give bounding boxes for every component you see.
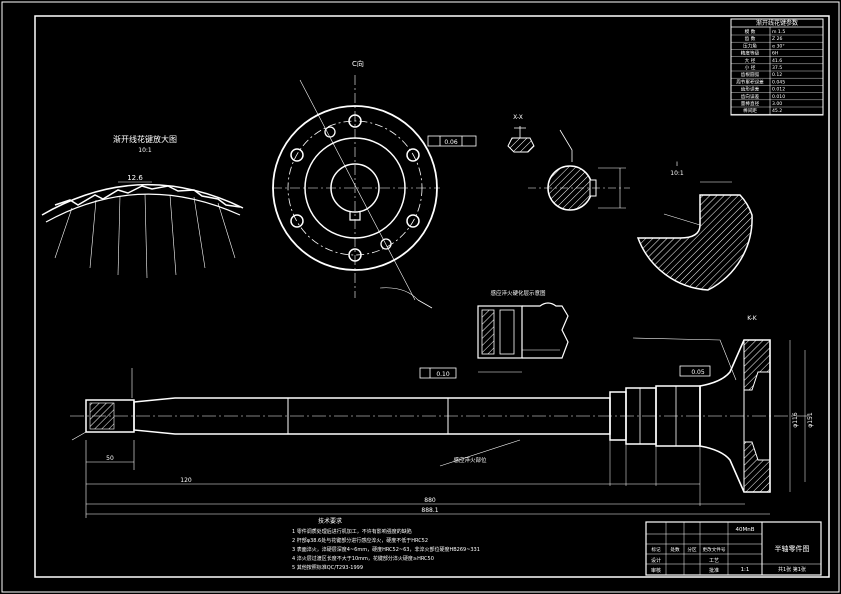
dim-total-length: 888.1	[421, 507, 438, 514]
section-xx-label: X-X	[513, 114, 523, 121]
flange-tolerance: 0.06	[444, 139, 458, 146]
tech-req-item: 4 淬火层过渡区长度不大于10mm，花键部分淬火硬度≥HRC50	[292, 555, 434, 562]
section-i-label: I	[676, 161, 678, 168]
spline-param-name: 精度等级	[741, 50, 760, 57]
title-block-header: 标记	[651, 546, 661, 553]
spline-param-name: 量棒直径	[741, 100, 760, 107]
section-i-scale: 10:1	[670, 170, 684, 177]
spline-param-value: α 30°	[772, 43, 785, 49]
heat-treat-note: 感应淬火硬化层示意图	[490, 289, 546, 297]
title-block-header: 分区	[687, 546, 697, 553]
spline-table-title: 渐开线花键参数	[756, 19, 798, 27]
part-material: 40MnB	[735, 527, 754, 533]
spline-param-value: 37.5	[772, 65, 782, 71]
approve-label: 批准	[709, 567, 719, 574]
spline-param-name: 压力角	[743, 42, 757, 49]
tech-req-item: 1 零件调质处理后进行机加工，不许有影响强度的缺陷	[292, 528, 412, 535]
dim-flange-diameter: φ151	[807, 412, 814, 428]
dim-bolt-circle: φ116	[792, 412, 799, 428]
section-xx: X-X	[507, 114, 630, 211]
spline-param-name: 小 径	[745, 64, 756, 71]
spline-detail-scale: 10:1	[138, 147, 152, 154]
spline-param-value: 0.12	[772, 72, 782, 78]
process-label: 工艺	[709, 558, 719, 564]
spline-param-value: 6H	[772, 51, 778, 57]
spline-param-value: 0.010	[772, 94, 785, 100]
tech-req-item: 5 其他按照标准QC/T293-1999	[292, 564, 363, 571]
tech-req-item: 2 杆部φ38.6处与花键部分进行感应淬火，硬度不低于HRC52	[292, 537, 428, 544]
spline-parameter-table: 渐开线花键参数 模 数 m 1.5 齿 数 Z 26 压力角 α 30° 精度等级 6H 大 径…	[730, 18, 824, 116]
inner-frame	[34, 15, 830, 578]
spline-param-name: 模 数	[745, 28, 756, 35]
sheet-count: 共1张 第1张	[778, 566, 806, 573]
tech-req-item: 3 表面淬火，淬硬层深度4~6mm，硬度HRC52~63，非淬火部位硬度HB26…	[292, 546, 480, 553]
spline-param-name: 周节累积误差	[736, 78, 764, 85]
spline-param-name: 齿形误差	[741, 86, 760, 93]
hub-tolerance: 0.05	[691, 369, 705, 376]
spline-param-name: 棒间距	[743, 107, 757, 114]
spline-param-value: 3.00	[772, 101, 782, 107]
flange-c-view: C向 0.06	[272, 59, 477, 309]
spline-dim-top: 12.6	[127, 174, 143, 182]
technical-requirements: 技术要求 1 零件调质处理后进行机加工，不许有影响强度的缺陷 2 杆部φ38.6处…	[292, 517, 480, 571]
check-label: 审核	[651, 567, 661, 574]
section-kk-label: K-K	[747, 315, 757, 322]
spline-detail-view: 渐开线花键放大图 10:1 12.6	[41, 134, 244, 279]
spline-param-value: m 1.5	[772, 29, 785, 35]
shaft-runout-tolerance: 0.10	[436, 371, 450, 378]
spline-param-value: 41.6	[772, 58, 782, 64]
dim-shaft-length: 880	[424, 497, 436, 504]
spline-param-name: 齿 数	[745, 35, 756, 42]
spline-param-value: 45.2	[772, 108, 782, 114]
part-name: 半轴零件图	[775, 544, 810, 553]
spline-param-name: 大 径	[745, 57, 756, 64]
axle-shaft-main-view: 880 888.1 120 50 φ151 φ116 0.10 0.05 K-K…	[70, 315, 814, 518]
spline-param-value: 0.045	[772, 79, 785, 85]
title-block: 标记 处数分区更改文件号 半轴零件图 40MnB 1:1 共1张 第1张 设计 审…	[645, 521, 822, 576]
dim-spline-length: 120	[180, 477, 192, 484]
design-label: 设计	[651, 557, 661, 564]
title-block-header: 处数	[670, 546, 680, 553]
spline-param-name: 齿根圆弧	[741, 71, 760, 78]
flange-view-label: C向	[352, 59, 364, 68]
section-i-detail: I 10:1	[636, 161, 753, 291]
title-block-header: 更改文件号	[703, 546, 726, 553]
tech-req-title: 技术要求	[318, 517, 342, 525]
spline-param-value: Z 26	[772, 36, 783, 42]
drawing-scale: 1:1	[741, 567, 750, 573]
dim-small-length: 50	[106, 455, 114, 462]
spline-detail-title: 渐开线花键放大图	[113, 134, 177, 144]
heat-treat-detail: 感应淬火硬化层示意图	[477, 289, 569, 373]
spline-param-value: 0.012	[772, 87, 785, 93]
spline-param-name: 齿向误差	[741, 93, 760, 100]
hardness-note: 感应淬火部位	[453, 456, 487, 464]
